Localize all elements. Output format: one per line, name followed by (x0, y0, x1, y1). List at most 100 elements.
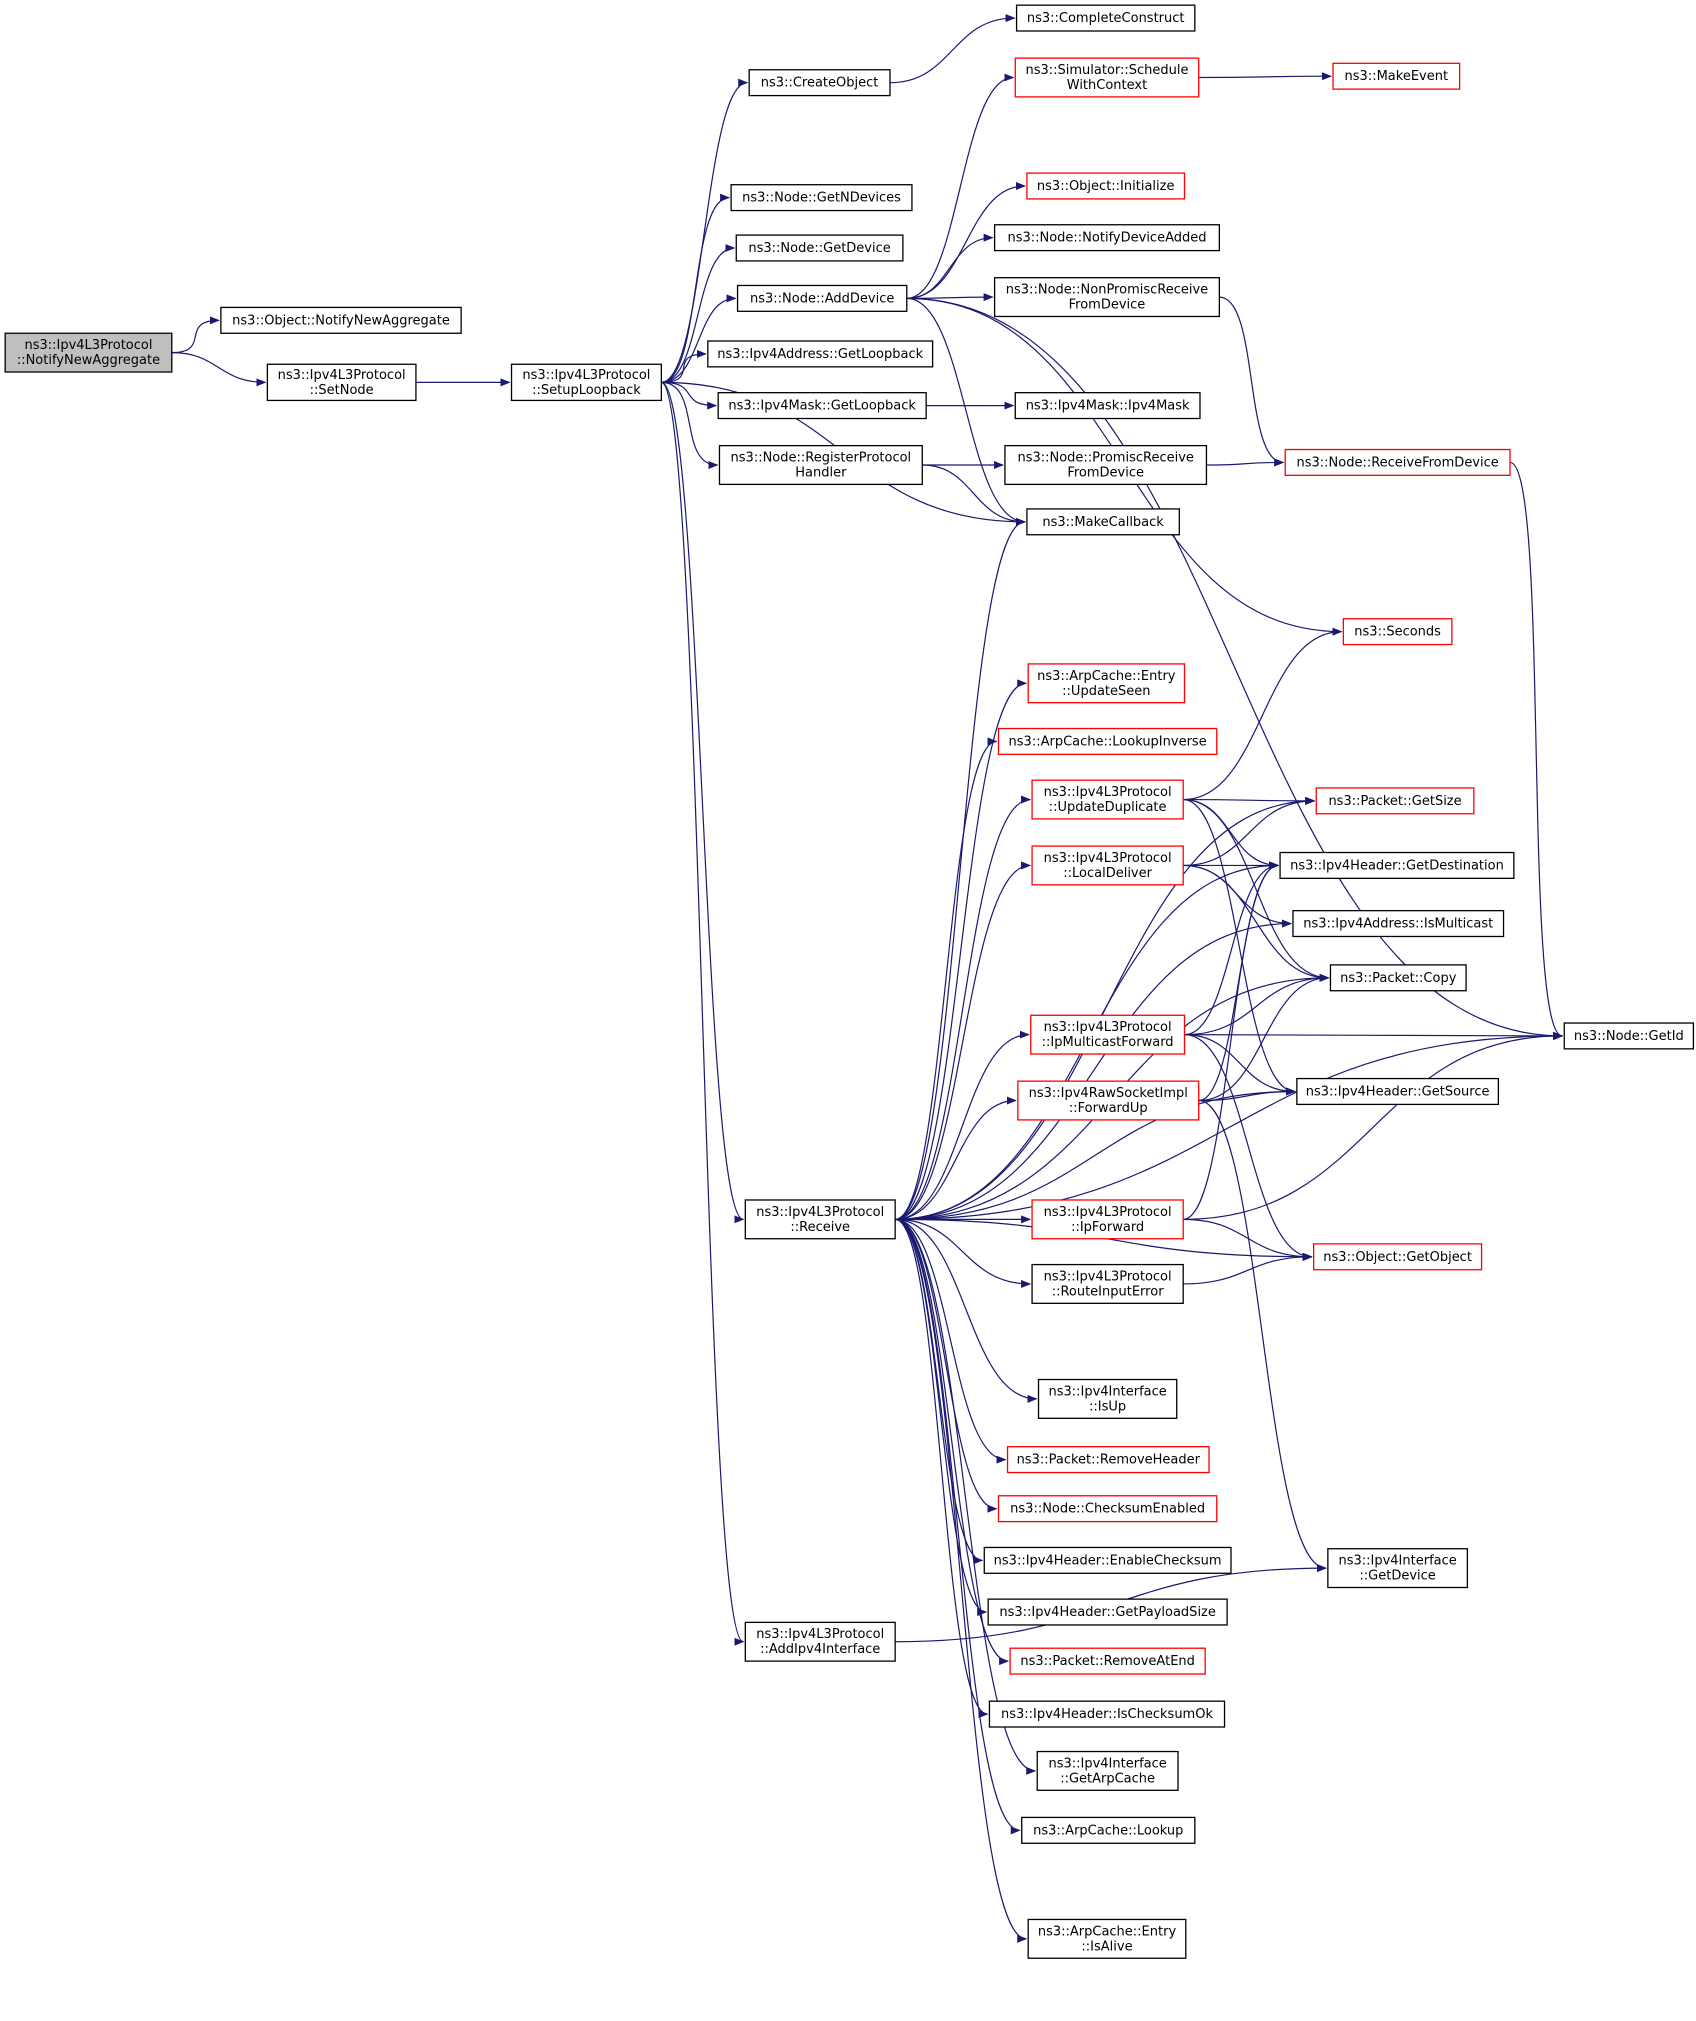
node-box[interactable] (266, 363, 417, 402)
node-chkEn[interactable]: ns3::Node::ChecksumEnabled (997, 1495, 1218, 1523)
node-box[interactable] (735, 234, 904, 262)
node-box[interactable] (1014, 392, 1201, 420)
node-box[interactable] (993, 224, 1221, 252)
node-box[interactable] (1031, 1263, 1184, 1304)
node-box[interactable] (987, 1598, 1228, 1626)
node-box[interactable] (1031, 779, 1184, 820)
node-localDel[interactable]: ns3::Ipv4L3Protocol::LocalDeliver (1031, 845, 1184, 886)
node-enChk[interactable]: ns3::Ipv4Header::EnableChecksum (983, 1546, 1232, 1574)
node-box[interactable] (736, 284, 908, 312)
node-arpCache[interactable]: ns3::Ipv4Interface::GetArpCache (1036, 1750, 1179, 1791)
node-getObj[interactable]: ns3::Object::GetObject (1313, 1243, 1483, 1271)
node-getDev[interactable]: ns3::Node::GetDevice (735, 234, 904, 262)
node-payload[interactable]: ns3::Ipv4Header::GetPayloadSize (987, 1598, 1228, 1626)
node-getSize[interactable]: ns3::Packet::GetSize (1315, 787, 1475, 815)
node-maskCtor[interactable]: ns3::Ipv4Mask::Ipv4Mask (1014, 392, 1201, 420)
node-seconds[interactable]: ns3::Seconds (1342, 618, 1453, 646)
node-makeEvent[interactable]: ns3::MakeEvent (1332, 62, 1461, 90)
node-box[interactable] (1021, 1816, 1196, 1844)
node-box[interactable] (717, 392, 927, 420)
node-setupLoop[interactable]: ns3::Ipv4L3Protocol::SetupLoopback (510, 363, 662, 402)
node-box[interactable] (1036, 1750, 1179, 1791)
node-box[interactable] (997, 727, 1218, 756)
node-box[interactable] (997, 1495, 1218, 1523)
node-objInit[interactable]: ns3::Object::Initialize (1026, 172, 1186, 200)
node-recvFrom[interactable]: ns3::Node::ReceiveFromDevice (1284, 448, 1511, 476)
node-box[interactable] (744, 1199, 896, 1240)
node-objNotify[interactable]: ns3::Object::NotifyNewAggregate (220, 306, 462, 334)
node-box[interactable] (1006, 1446, 1210, 1474)
node-box[interactable] (1014, 57, 1200, 98)
node-complete[interactable]: ns3::CompleteConstruct (1015, 4, 1196, 32)
node-notifyDev[interactable]: ns3::Node::NotifyDeviceAdded (993, 224, 1221, 252)
node-ipMcast[interactable]: ns3::Ipv4L3Protocol::IpMulticastForward (1030, 1014, 1186, 1055)
node-isUp[interactable]: ns3::Ipv4Interface::IsUp (1037, 1378, 1178, 1419)
node-box[interactable] (1026, 508, 1180, 536)
node-box[interactable] (993, 277, 1221, 318)
node-maskLoop[interactable]: ns3::Ipv4Mask::GetLoopback (717, 392, 927, 420)
node-getId[interactable]: ns3::Node::GetId (1563, 1022, 1695, 1050)
node-box[interactable] (1279, 851, 1515, 880)
node-box[interactable] (1027, 1918, 1187, 1959)
node-box[interactable] (1027, 663, 1186, 704)
node-notify[interactable]: ns3::Ipv4L3Protocol::NotifyNewAggregate (4, 332, 173, 373)
node-copy[interactable]: ns3::Packet::Copy (1329, 964, 1467, 992)
node-rawFwd[interactable]: ns3::Ipv4RawSocketImpl::ForwardUp (1017, 1080, 1200, 1121)
node-box[interactable] (1327, 1548, 1469, 1589)
node-box[interactable] (730, 184, 913, 212)
node-box[interactable] (1004, 444, 1208, 486)
node-ipFwd[interactable]: ns3::Ipv4L3Protocol::IpForward (1031, 1199, 1184, 1240)
node-box[interactable] (1342, 618, 1453, 646)
node-updDup[interactable]: ns3::Ipv4L3Protocol::UpdateDuplicate (1031, 779, 1184, 820)
node-box[interactable] (1031, 845, 1184, 886)
node-box[interactable] (718, 444, 923, 486)
node-box[interactable] (744, 1621, 896, 1662)
node-createObj[interactable]: ns3::CreateObject (748, 69, 891, 97)
node-box[interactable] (1009, 1647, 1206, 1675)
node-getSrc[interactable]: ns3::Ipv4Header::GetSource (1296, 1077, 1500, 1106)
node-getDest[interactable]: ns3::Ipv4Header::GetDestination (1279, 851, 1515, 880)
node-box[interactable] (510, 363, 662, 402)
node-box[interactable] (1563, 1022, 1695, 1050)
node-box[interactable] (983, 1546, 1232, 1574)
node-updSeen[interactable]: ns3::ArpCache::Entry::UpdateSeen (1027, 663, 1186, 704)
node-box[interactable] (1030, 1014, 1186, 1055)
node-setNode[interactable]: ns3::Ipv4L3Protocol::SetNode (266, 363, 417, 402)
node-lookInv[interactable]: ns3::ArpCache::LookupInverse (997, 727, 1218, 756)
node-box[interactable] (1296, 1077, 1500, 1106)
node-box[interactable] (1284, 448, 1511, 476)
node-box[interactable] (1292, 909, 1505, 938)
node-lookup[interactable]: ns3::ArpCache::Lookup (1021, 1816, 1196, 1844)
node-box[interactable] (1329, 964, 1467, 992)
node-box[interactable] (748, 69, 891, 97)
node-box[interactable] (1017, 1080, 1200, 1121)
node-box[interactable] (707, 340, 934, 368)
node-ifDev[interactable]: ns3::Ipv4Interface::GetDevice (1327, 1548, 1469, 1589)
node-isMcast[interactable]: ns3::Ipv4Address::IsMulticast (1292, 909, 1505, 938)
node-addIf[interactable]: ns3::Ipv4L3Protocol::AddIpv4Interface (744, 1621, 896, 1662)
node-box[interactable] (1315, 787, 1475, 815)
node-getN[interactable]: ns3::Node::GetNDevices (730, 184, 913, 212)
node-box[interactable] (1313, 1243, 1483, 1271)
node-box[interactable] (1037, 1378, 1178, 1419)
node-box[interactable] (1026, 172, 1186, 200)
node-box[interactable] (1332, 62, 1461, 90)
node-remEnd[interactable]: ns3::Packet::RemoveAtEnd (1009, 1647, 1206, 1675)
node-addDev[interactable]: ns3::Node::AddDevice (736, 284, 908, 312)
node-isAlive[interactable]: ns3::ArpCache::Entry::IsAlive (1027, 1918, 1187, 1959)
node-box[interactable] (1031, 1199, 1184, 1240)
node-chkOk[interactable]: ns3::Ipv4Header::IsChecksumOk (988, 1700, 1226, 1728)
node-box[interactable] (220, 306, 462, 334)
node-makeCb[interactable]: ns3::MakeCallback (1026, 508, 1180, 536)
node-receive[interactable]: ns3::Ipv4L3Protocol::Receive (744, 1199, 896, 1240)
node-remHdr[interactable]: ns3::Packet::RemoveHeader (1006, 1446, 1210, 1474)
node-box[interactable] (988, 1700, 1226, 1728)
node-addrLoop[interactable]: ns3::Ipv4Address::GetLoopback (707, 340, 934, 368)
node-box[interactable] (4, 332, 173, 373)
node-routeErr[interactable]: ns3::Ipv4L3Protocol::RouteInputError (1031, 1263, 1184, 1304)
node-box[interactable] (1015, 4, 1196, 32)
